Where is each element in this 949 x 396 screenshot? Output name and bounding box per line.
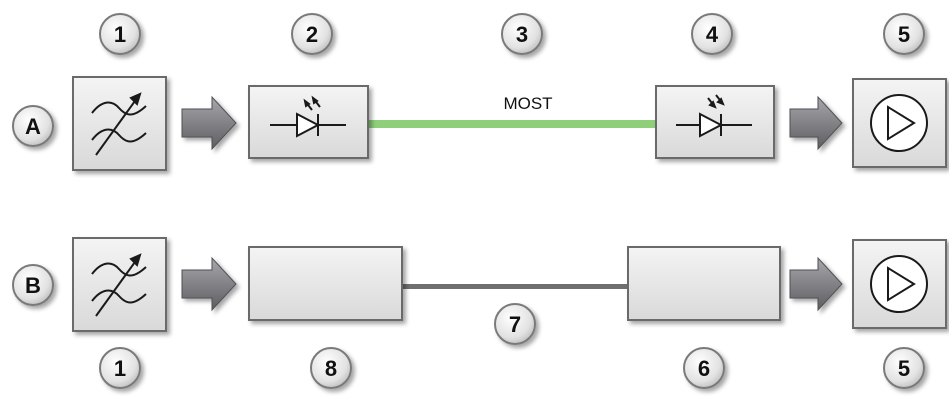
tuner-icon	[91, 92, 147, 156]
callout-badge: 7	[494, 303, 536, 345]
callout-badge: 6	[683, 347, 725, 389]
row-label-b: B	[12, 264, 54, 306]
signal-arrow	[789, 95, 843, 151]
callout-number: 1	[114, 22, 126, 47]
optical-transmitter-block	[248, 85, 369, 159]
tuner-icon	[91, 253, 147, 317]
callout-number: 5	[898, 22, 910, 47]
electrical-wire-link	[402, 284, 628, 289]
callout-number: 2	[306, 22, 318, 47]
callout-badge: 2	[291, 13, 333, 55]
tuner-block-a	[72, 76, 167, 171]
led-transmitter-icon	[270, 95, 346, 138]
tuner-block-b	[72, 237, 167, 332]
callout-number: 7	[509, 312, 521, 337]
interface-block-6	[627, 246, 781, 321]
signal-arrow	[181, 95, 237, 151]
callout-number: 1	[114, 356, 126, 381]
amplifier-icon	[870, 94, 928, 152]
amplifier-block-b	[852, 239, 947, 329]
signal-arrow	[181, 256, 237, 312]
callout-number: 8	[325, 356, 337, 381]
most-link-label: MOST	[503, 94, 552, 113]
row-label-b-text: B	[25, 273, 41, 298]
callout-badge: 4	[691, 13, 733, 55]
signal-arrow	[789, 256, 843, 312]
row-label-a: A	[12, 105, 54, 147]
callout-number: 4	[706, 22, 719, 47]
callout-badge: 5	[883, 13, 925, 55]
callout-badge: 8	[310, 347, 352, 389]
photodiode-receiver-icon	[676, 94, 752, 138]
callout-badge: 1	[99, 347, 141, 389]
callout-badge: 3	[501, 13, 543, 55]
row-label-a-text: A	[25, 114, 41, 139]
callout-number: 6	[698, 356, 710, 381]
interface-block-8	[248, 246, 403, 321]
optical-receiver-block	[655, 85, 775, 159]
callout-number: 3	[516, 22, 528, 47]
callout-badge: 5	[883, 347, 925, 389]
callout-number: 5	[898, 356, 910, 381]
amplifier-block-a	[852, 78, 947, 168]
callout-badge: 1	[99, 13, 141, 55]
most-fiber-link	[368, 120, 658, 128]
amplifier-icon	[870, 255, 928, 313]
